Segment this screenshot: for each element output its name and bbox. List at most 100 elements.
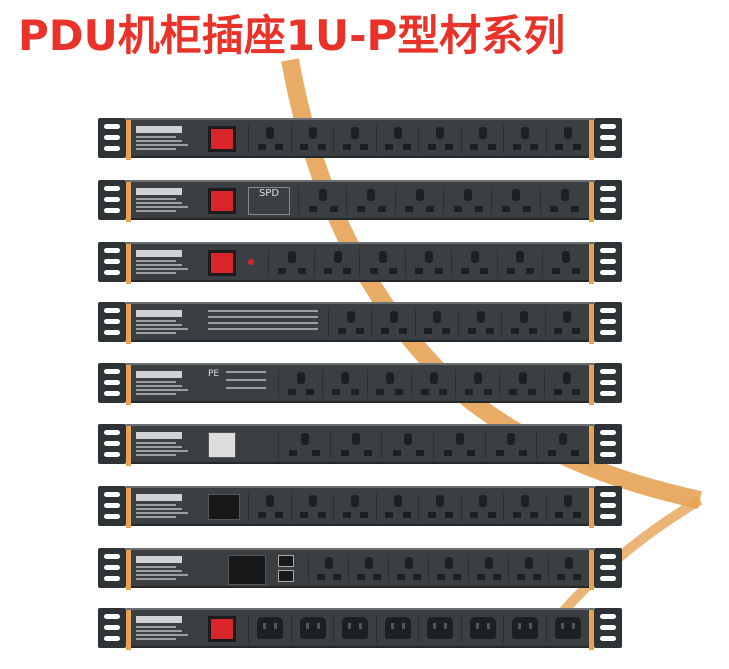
universal-outlet[interactable] — [503, 125, 547, 153]
socket-pin — [470, 512, 478, 518]
c13-outlet[interactable] — [248, 615, 292, 643]
mounting-slot — [600, 576, 616, 581]
universal-outlet[interactable] — [539, 187, 589, 215]
universal-outlet[interactable] — [268, 249, 315, 277]
chinese-outlet[interactable] — [278, 431, 331, 459]
universal-outlet[interactable] — [501, 309, 545, 337]
socket-hole — [464, 189, 473, 201]
spec-text — [136, 446, 182, 448]
spec-text — [226, 379, 266, 381]
universal-outlet[interactable] — [545, 493, 590, 521]
universal-outlet[interactable] — [375, 493, 420, 521]
chinese-outlet[interactable] — [484, 431, 538, 459]
power-switch[interactable] — [208, 126, 236, 152]
universal-outlet[interactable] — [410, 370, 456, 398]
universal-outlet[interactable] — [543, 370, 589, 398]
mounting-slot — [600, 625, 616, 630]
info-panel — [132, 492, 202, 522]
universal-outlet[interactable] — [248, 493, 292, 521]
universal-outlet[interactable] — [278, 370, 323, 398]
mounting-slot — [600, 330, 616, 335]
c13-outlet[interactable] — [333, 615, 377, 643]
socket-hole — [379, 251, 388, 263]
socket-pin — [510, 328, 519, 334]
universal-outlet[interactable] — [394, 187, 444, 215]
universal-outlet[interactable] — [460, 125, 505, 153]
c13-outlet[interactable] — [545, 615, 590, 643]
c13-socket — [469, 617, 496, 639]
universal-outlet[interactable] — [328, 309, 372, 337]
spec-text — [136, 570, 182, 572]
chinese-outlet[interactable] — [329, 431, 383, 459]
universal-outlet[interactable] — [455, 370, 500, 398]
power-switch[interactable] — [208, 616, 236, 642]
universal-outlet[interactable] — [542, 249, 589, 277]
chinese-outlet[interactable] — [381, 431, 434, 459]
chinese-outlet[interactable] — [536, 431, 589, 459]
c13-outlet[interactable] — [290, 615, 335, 643]
universal-outlet[interactable] — [388, 555, 429, 583]
universal-outlet[interactable] — [371, 309, 415, 337]
orange-end-cap — [589, 365, 594, 405]
universal-outlet[interactable] — [375, 125, 420, 153]
socket-pin — [426, 206, 435, 212]
universal-outlet[interactable] — [248, 125, 292, 153]
universal-outlet[interactable] — [458, 309, 502, 337]
c13-outlet[interactable] — [503, 615, 547, 643]
universal-outlet[interactable] — [348, 555, 389, 583]
universal-outlet[interactable] — [414, 309, 459, 337]
digital-display — [208, 494, 240, 520]
c13-outlet[interactable] — [375, 615, 420, 643]
brand-logo — [136, 616, 182, 623]
socket-pin — [342, 512, 351, 518]
universal-outlet[interactable] — [308, 555, 349, 583]
c13-socket — [427, 617, 454, 639]
universal-outlet[interactable] — [298, 187, 347, 215]
universal-outlet[interactable] — [428, 555, 469, 583]
universal-outlet[interactable] — [346, 187, 395, 215]
universal-outlet[interactable] — [418, 125, 462, 153]
universal-outlet[interactable] — [545, 125, 590, 153]
universal-outlet[interactable] — [496, 249, 544, 277]
universal-outlet[interactable] — [333, 493, 377, 521]
socket-hole — [325, 557, 333, 569]
socket-pin — [275, 144, 283, 150]
brand-logo — [136, 432, 182, 439]
c13-outlet[interactable] — [460, 615, 505, 643]
universal-outlet[interactable] — [491, 187, 540, 215]
socket-pin — [501, 206, 510, 212]
universal-outlet[interactable] — [418, 493, 462, 521]
universal-outlet[interactable] — [359, 249, 406, 277]
brand-logo — [136, 188, 182, 195]
strip-body — [126, 118, 594, 160]
chinese-outlet[interactable] — [433, 431, 486, 459]
power-switch[interactable] — [208, 188, 236, 214]
universal-outlet[interactable] — [290, 125, 335, 153]
universal-outlet[interactable] — [499, 370, 544, 398]
socket-pin — [530, 144, 538, 150]
c13-outlet[interactable] — [418, 615, 462, 643]
power-switch[interactable] — [208, 250, 236, 276]
universal-outlet[interactable] — [548, 555, 589, 583]
universal-outlet[interactable] — [503, 493, 547, 521]
mounting-slot — [600, 380, 616, 385]
universal-outlet[interactable] — [405, 249, 452, 277]
orange-end-cap — [126, 365, 131, 405]
universal-outlet[interactable] — [322, 370, 367, 398]
socket-hole — [266, 495, 275, 507]
universal-outlet[interactable] — [290, 493, 335, 521]
universal-outlet[interactable] — [544, 309, 589, 337]
socket-pin — [395, 389, 403, 395]
socket-pin — [427, 144, 436, 150]
socket-pin — [413, 574, 421, 580]
universal-outlet[interactable] — [468, 555, 509, 583]
universal-outlet[interactable] — [443, 187, 492, 215]
mounting-slot — [600, 197, 616, 202]
universal-outlet[interactable] — [313, 249, 361, 277]
universal-outlet[interactable] — [460, 493, 505, 521]
universal-outlet[interactable] — [508, 555, 549, 583]
universal-outlet[interactable] — [366, 370, 412, 398]
universal-outlet[interactable] — [333, 125, 377, 153]
universal-outlet[interactable] — [450, 249, 498, 277]
orange-end-cap — [126, 304, 131, 344]
